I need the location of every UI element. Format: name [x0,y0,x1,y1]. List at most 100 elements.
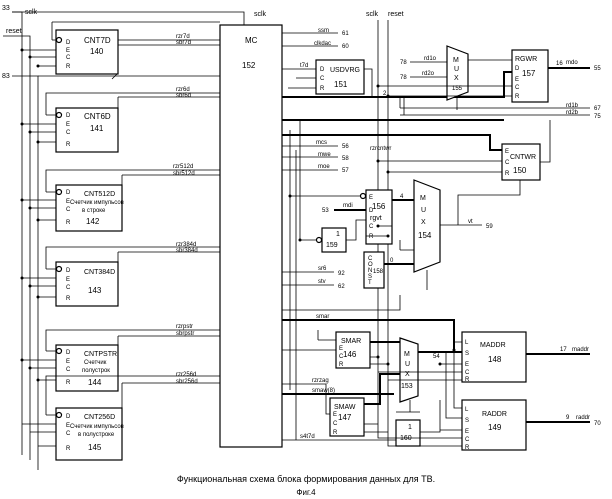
wire-segment [118,336,220,345]
cnt384d-name: CNT384D [84,269,115,276]
pin-c: C [320,76,325,82]
junction-dot [29,131,32,134]
sig-rzr256d: rzr256d [176,372,196,378]
junction-dot [37,379,40,382]
cntpstr-name: CNTPSTR [84,351,117,358]
reset-rail-left [3,36,30,460]
block-rgwr: RGWR 157 D E C R 16 mdo 55 [378,50,601,102]
pin-d: D [66,414,71,420]
wire-segment [118,97,220,108]
block-name: SMAR [341,338,361,345]
junction-dot [37,296,40,299]
signal-label: stv [318,279,326,285]
mux-letter: U [421,207,426,214]
block-name: SMAW [334,404,356,411]
pin-d: D [66,40,71,46]
block-usdvrg: USDVRG 151 D C R t7d [282,60,372,97]
pin-number: 9 [566,415,570,421]
pin-number: 78 [400,60,407,66]
wire-segment [282,330,388,364]
signal-label: t7d [300,63,308,69]
pin-r: R [66,296,71,302]
wire-segment [122,175,220,185]
junction-dot [387,363,390,366]
sig-sbr512d: sbr512d [173,171,195,177]
junction-dot [21,359,24,362]
reset-label-left: reset [6,28,22,35]
pin-e: E [66,122,70,128]
junction-dot [29,367,32,370]
block-name: rgvt [370,215,382,222]
junction-dot [377,225,380,228]
bus-line [282,135,502,150]
wire-segment [400,108,590,115]
cnt6d-id: 141 [90,124,104,133]
sclk-label-mc: sclk [254,11,267,18]
pin-number: 70 [594,421,601,427]
junction-dot [377,160,380,163]
pin-d: D [320,67,325,73]
mc-id: 152 [242,61,256,70]
wire-segment [378,86,512,96]
mux-letter: X [454,75,459,82]
pin-number: 17 [560,347,567,353]
pin-r: R [66,220,71,226]
signal-label: sr6 [318,266,327,272]
pin-e: E [369,195,373,201]
junction-dot [377,85,380,88]
signal-label: rd2b [566,110,579,116]
signal-label: moe [318,164,330,170]
block-id: 154 [418,231,432,240]
pin-s: S [465,418,469,424]
sig-sbr384d: sbr384d [176,248,198,254]
pin-r: R [66,446,71,452]
pin-s: S [465,351,469,357]
inverter-bubble [57,190,62,195]
pin-c: C [505,160,510,166]
wire-segment [118,40,220,45]
pin-c: C [369,224,374,230]
pin-d: D [66,350,71,356]
junction-dot [387,171,390,174]
junction-dot [289,195,292,198]
junction-dot [299,239,302,242]
wire-segment [122,383,220,408]
pin-c: C [465,370,470,376]
pin-e: E [465,429,469,435]
block-const158: C O N S T 158 0 [364,252,414,288]
block-name: MADDR [480,342,506,349]
wire-segment [22,200,56,220]
pin-r: R [505,171,510,177]
junction-dot [21,49,24,52]
pin-c: C [66,431,71,437]
pin-number: 67 [594,106,601,112]
signal-label: mdo [566,60,578,66]
pin-c: C [465,437,470,443]
pin-r: R [339,362,344,368]
const-letter: T [368,280,372,286]
inverter-bubble [57,113,62,118]
junction-dot [387,235,390,238]
pin-e: E [66,199,70,205]
pin-number: 54 [433,354,440,360]
pin-d: D [66,190,71,196]
block-id: 159 [326,242,338,249]
pin-number: 16 [556,61,563,67]
cnt7d-inv-input [57,38,62,43]
figure-caption: Функциональная схема блока формирования … [177,474,435,484]
pin-number: 92 [338,271,345,277]
pin-e: E [66,359,70,365]
bus-line [364,374,400,404]
wire-segment [22,424,56,446]
pin-number: 78 [400,75,407,81]
wire-segment [22,360,56,380]
block-id: 151 [334,80,348,89]
junction-dot [21,199,24,202]
sclk-rail-left [12,12,22,455]
junction-dot [377,356,380,359]
pin-c: C [66,367,71,373]
pin-e: E [66,277,70,283]
pin-e: E [339,346,343,352]
block-mux154: M U X 154 vt 59 [400,180,493,290]
pin-number: 55 [594,66,601,72]
